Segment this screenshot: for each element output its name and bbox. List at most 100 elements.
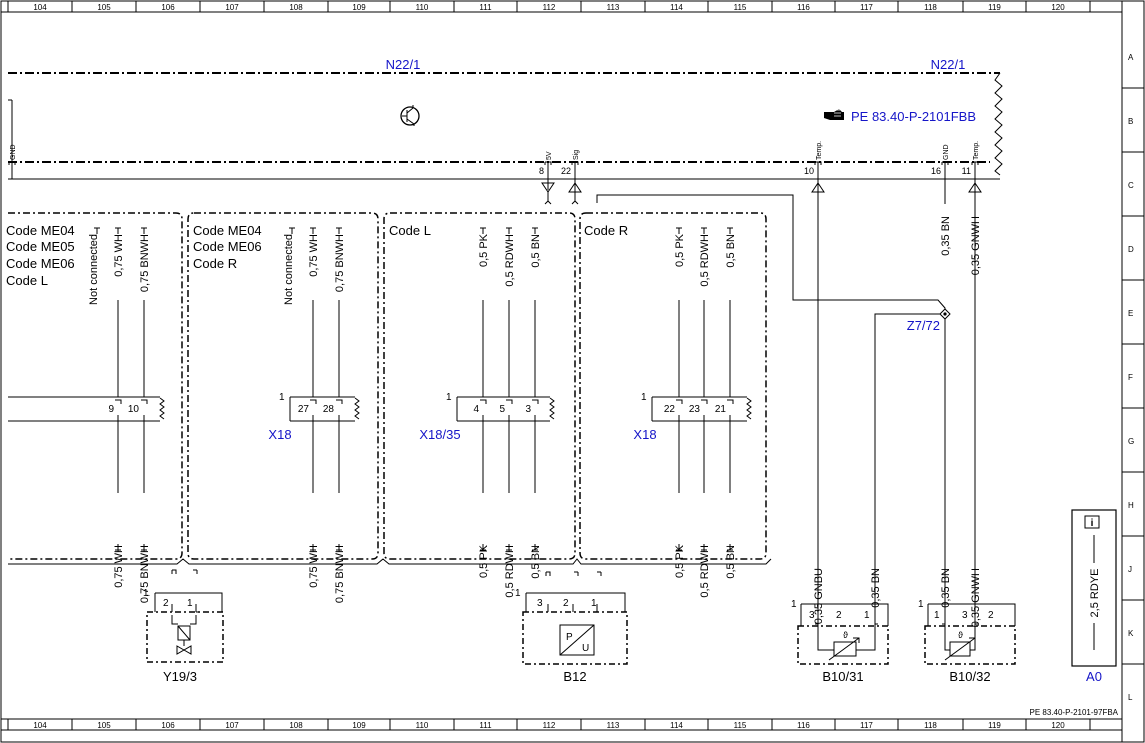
variant-box-2	[187, 212, 379, 560]
column-index-label: 107	[225, 3, 239, 12]
variant-code: Code ME04	[193, 223, 262, 238]
module-reference: PE 83.40-P-2101FBB	[851, 109, 976, 124]
module-pin-name: Temp.	[816, 141, 823, 160]
connector-pin: 3	[525, 404, 531, 415]
component-marker: 1	[143, 588, 149, 599]
component-y19-3: 1 2 1	[143, 569, 224, 663]
connector-pin: 9	[108, 404, 114, 415]
module-pin-8: 5V 8	[539, 151, 555, 205]
wire-label: 0,75 BNWH	[139, 545, 151, 603]
component-pin: 2	[563, 598, 569, 609]
sensor-symbol: ϑ	[843, 630, 848, 640]
column-index-label: 111	[479, 721, 492, 730]
wire-label: 0,35 BN	[870, 568, 882, 608]
module-pin-number: 22	[561, 166, 571, 176]
connector-pin: 10	[128, 404, 140, 415]
wire-label: 0,5 PK	[478, 544, 490, 578]
variant-code: Code R	[584, 223, 628, 238]
column-index-label: 116	[797, 721, 810, 730]
module-pin-number: 16	[931, 166, 941, 176]
row-index-label: L	[1128, 693, 1133, 702]
row-index-label: C	[1128, 181, 1134, 190]
row-index-label: F	[1128, 373, 1133, 382]
row-index-label: K	[1128, 629, 1134, 638]
wire-label: 0,5 PK	[674, 233, 686, 267]
connector-pin: 22	[664, 404, 676, 415]
sensor-symbol: P	[566, 632, 573, 643]
column-index-label: 110	[416, 721, 429, 730]
column-index-label: 120	[1051, 3, 1065, 12]
row-index-label: A	[1128, 53, 1134, 62]
component-label: B10/32	[949, 669, 990, 684]
column-index-label: 111	[479, 3, 492, 12]
wire-label: 0,5 BN	[530, 234, 542, 268]
connector-strip-1	[8, 396, 160, 422]
module-pin-name: Sig	[573, 150, 580, 160]
variant-code: Code ME06	[193, 239, 262, 254]
column-index-label: 114	[670, 721, 683, 730]
component-pin: 2	[836, 610, 842, 621]
column-index-label: 115	[734, 3, 747, 12]
column-index-label: 119	[988, 3, 1001, 12]
module-pin-name: 5V	[546, 151, 553, 160]
column-index-label: 104	[33, 3, 47, 12]
wire-label: 0,5 PK	[674, 544, 686, 578]
column-index-label: 119	[988, 721, 1001, 730]
column-index-label: 110	[416, 3, 429, 12]
variant-box-4	[579, 212, 767, 560]
column-index-label: 106	[161, 721, 175, 730]
wire-label: 0,75 WH	[113, 545, 125, 588]
column-index-label: 115	[734, 721, 747, 730]
variant-code: Code ME04	[6, 223, 75, 238]
wire-label: 0,5 BN	[725, 234, 737, 268]
connector-strip-3: 1	[446, 392, 550, 422]
component-pin: 3	[962, 610, 968, 621]
wire-label: 0,75 WH	[113, 234, 125, 277]
component-label: Y19/3	[163, 669, 197, 684]
row-index-label: H	[1128, 501, 1134, 510]
wire-label: Not connected	[283, 234, 295, 305]
wire-label: 0,5 BN	[725, 545, 737, 579]
component-pin: 1	[934, 610, 940, 621]
connector-marker: 1	[279, 392, 285, 403]
column-index-label: 109	[352, 721, 366, 730]
control-module-n22-1	[8, 72, 1003, 180]
wire-label: 0,5 RDWH	[699, 234, 711, 287]
variant-code: Code L	[6, 273, 48, 288]
wire-lines	[94, 227, 734, 551]
info-wire-label: 2,5 RDYE	[1089, 569, 1101, 618]
column-index-label: 107	[225, 721, 239, 730]
variant-box-1	[8, 212, 183, 560]
row-index-label: J	[1128, 565, 1132, 574]
wire-label: 0,35 BN	[940, 216, 952, 256]
component-marker: 1	[918, 599, 924, 610]
wire-label: 0,5 RDWH	[504, 545, 516, 598]
component-pin: 3	[809, 610, 815, 621]
connector-strip-4: 1	[641, 392, 747, 422]
module-pin-number: 8	[539, 166, 544, 176]
connector-pin: 5	[499, 404, 505, 415]
reference-hand-icon	[824, 109, 844, 120]
column-index-label: 120	[1051, 721, 1065, 730]
module-pin-number: 11	[962, 166, 971, 176]
column-index-label: 114	[670, 3, 683, 12]
component-label: B10/31	[822, 669, 863, 684]
column-index-label: 116	[797, 3, 810, 12]
row-index-label: D	[1128, 245, 1134, 254]
wire-label: 0,75 WH	[308, 234, 320, 277]
cable-break-marks	[159, 397, 752, 420]
wire-label: 0,35 GNBU	[813, 568, 825, 624]
connector-marker: 1	[446, 392, 452, 403]
column-index-label: 113	[607, 3, 620, 12]
component-pin: 2	[163, 598, 169, 609]
module-pin-name: GND	[10, 144, 17, 160]
wire-label: 0,75 BNWH	[334, 545, 346, 603]
column-index-label: 117	[860, 721, 873, 730]
sensor-symbol: ϑ	[958, 630, 963, 640]
valve-icon	[171, 615, 197, 655]
splice-wire-route	[596, 194, 976, 616]
module-pin-number: 10	[804, 166, 814, 176]
